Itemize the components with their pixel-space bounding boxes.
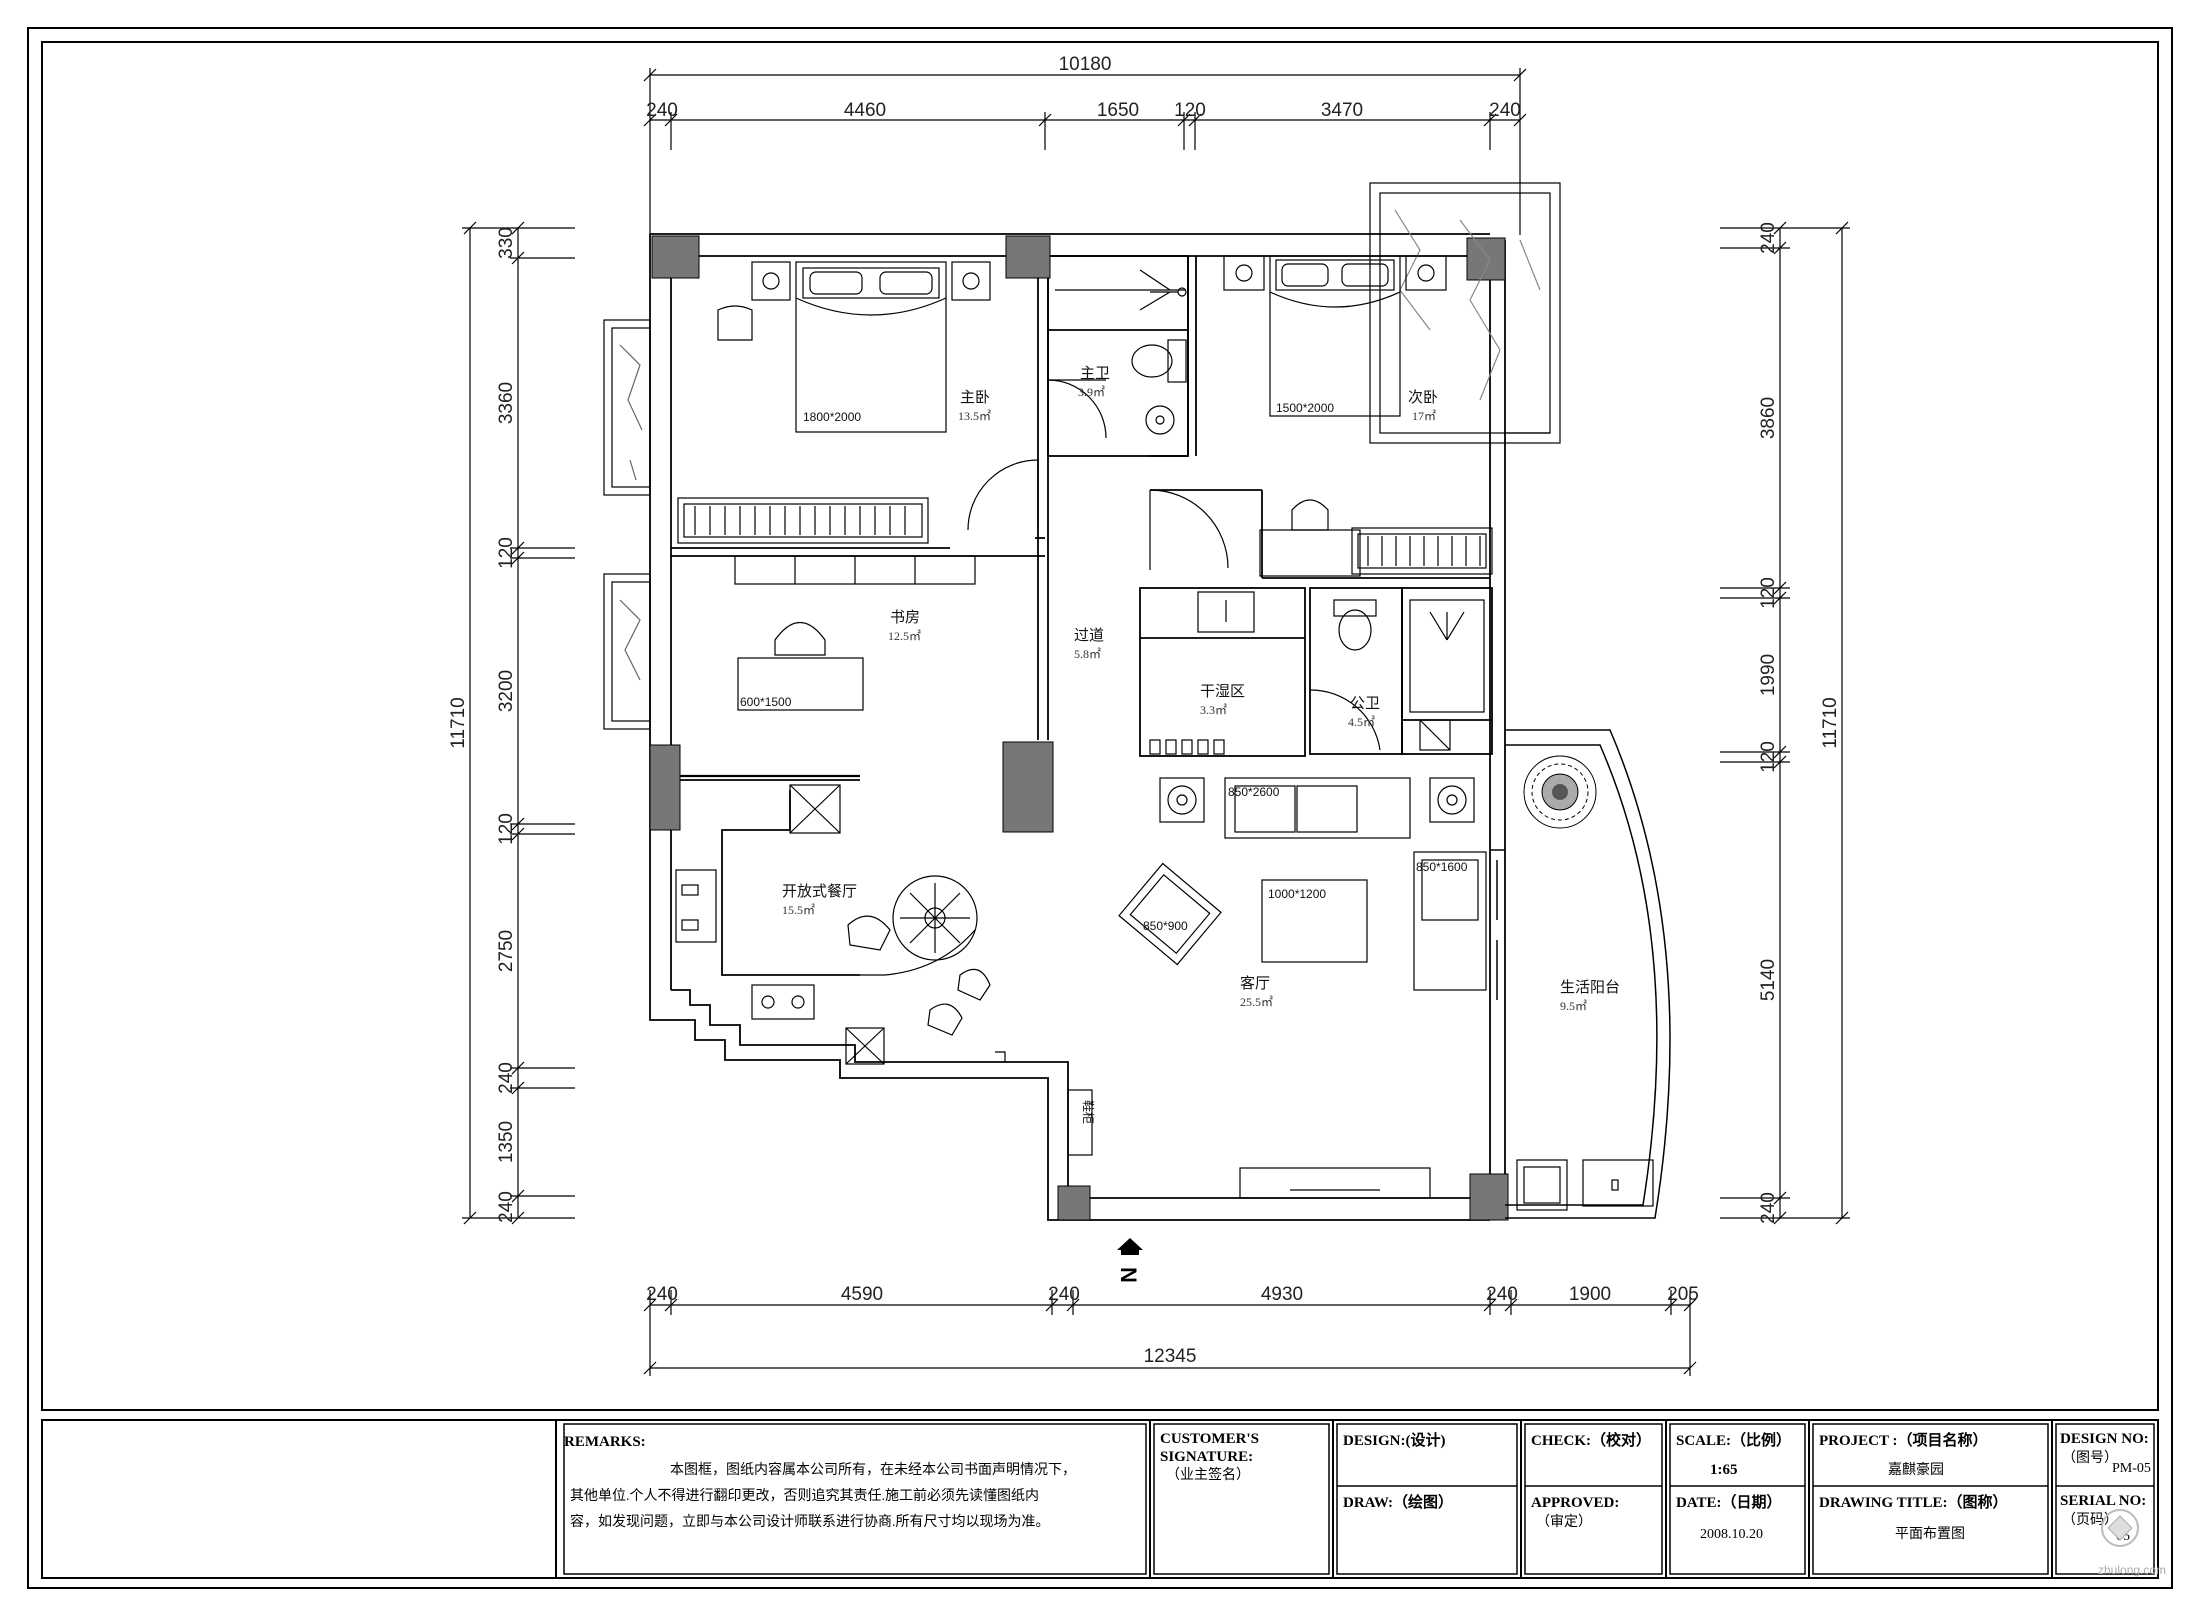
- dim-left-4: 3200: [496, 670, 517, 712]
- dim-bottom-6: 1900: [1569, 1284, 1611, 1305]
- drawing-title-label: DRAWING TITLE:（图称）: [1819, 1493, 2008, 1511]
- drawing-frame: [41, 41, 2159, 1411]
- design-no-value: PM-05: [2112, 1461, 2151, 1476]
- dim-bottom-3: 240: [1048, 1284, 1080, 1305]
- dim-left-total: 11710: [448, 697, 469, 748]
- left-bay-windows: [603, 319, 651, 730]
- design-label: DESIGN:(设计): [1343, 1431, 1446, 1449]
- serial-no-cn-label: （页码）: [2062, 1512, 2118, 1528]
- dim-bottom-7: 205: [1667, 1284, 1699, 1305]
- remarks-line-2: 其他单位.个人不得进行翻印更改，否则追究其责任.施工前必须先读懂图纸内: [570, 1487, 1039, 1504]
- zhulong-logo: [2101, 1509, 2139, 1547]
- dim-left-2: 3360: [496, 382, 517, 424]
- approved-label: APPROVED:: [1531, 1495, 1619, 1511]
- dim-left-6: 2750: [496, 930, 517, 972]
- scale-value: 1:65: [1710, 1462, 1738, 1478]
- second-bedroom-furniture: [1149, 255, 1493, 577]
- dim-top-3: 1650: [1097, 100, 1139, 121]
- signature-cn-label: （业主签名）: [1166, 1466, 1250, 1483]
- title-block: REMARKS: 本图框，图纸内容属本公司所有，在未经本公司书面声明情况下， 其…: [41, 1419, 2166, 1579]
- north-label: N: [1116, 1267, 1141, 1283]
- master-bedroom-furniture: [677, 261, 1039, 544]
- dim-top-1: 240: [646, 100, 678, 121]
- dim-bottom-1: 240: [646, 1284, 678, 1305]
- scale-label: SCALE:（比例）: [1676, 1431, 1791, 1449]
- dining-kitchen-furniture: [675, 784, 991, 1065]
- remarks-line-1: 本图框，图纸内容属本公司所有，在未经本公司书面声明情况下，: [670, 1461, 1076, 1478]
- top-right-balcony: [1369, 182, 1561, 444]
- dim-right-6: 5140: [1758, 959, 1779, 1001]
- second-wardrobe-hangers: [1367, 536, 1481, 566]
- approved-cn-label: （审定）: [1536, 1514, 1592, 1530]
- dim-left-1: 330: [496, 227, 517, 259]
- remarks-line-3: 容，如发现问题，立即与本公司设计师联系进行协商.所有尺寸均以现场为准。: [570, 1513, 1050, 1530]
- dim-left-3: 120: [496, 537, 517, 569]
- dim-right-total: 11710: [1820, 697, 1841, 748]
- dim-bottom-2: 4590: [841, 1284, 883, 1305]
- plant-icon: [1523, 755, 1597, 829]
- dim-left-5: 120: [496, 813, 517, 845]
- dim-right-4: 1990: [1758, 654, 1779, 696]
- living-room-furniture: [995, 777, 1487, 1199]
- dim-left-8: 1350: [496, 1121, 517, 1163]
- check-label: CHECK:（校对）: [1531, 1431, 1651, 1449]
- dim-right-2: 3860: [1758, 397, 1779, 439]
- outer-frame: [27, 27, 2173, 1589]
- study-furniture: [680, 555, 976, 778]
- dry-area-and-guest-bath: [1149, 591, 1485, 755]
- master-bath-fixtures: [1047, 269, 1187, 439]
- date-value: 2008.10.20: [1700, 1527, 1763, 1542]
- dim-top-6: 240: [1489, 100, 1521, 121]
- columns: [649, 235, 1509, 1221]
- date-label: DATE:（日期）: [1676, 1493, 1782, 1511]
- dim-left-9: 240: [496, 1191, 517, 1223]
- drawing-title-value: 平面布置图: [1895, 1526, 1965, 1542]
- living-balcony: [1490, 729, 1671, 1219]
- north-arrow-icon: N: [1116, 1238, 1143, 1283]
- remarks-label: REMARKS:: [564, 1434, 646, 1450]
- dim-right-3: 120: [1758, 577, 1779, 609]
- design-no-label: DESIGN NO:: [2060, 1431, 2149, 1447]
- walls: [649, 233, 1506, 1221]
- balcony-appliances: [1516, 1159, 1654, 1211]
- serial-no-label: SERIAL NO:: [2060, 1493, 2146, 1509]
- dim-top-total: 10180: [1059, 54, 1112, 75]
- customer-label: CUSTOMER'S: [1160, 1431, 1259, 1447]
- dim-right-1: 240: [1758, 222, 1779, 254]
- dimension-texts: 10180 240 4460 1650 120 3470 240 240 459…: [448, 54, 1841, 1367]
- watermark: zhulong.com: [2098, 1563, 2166, 1577]
- dim-right-5: 120: [1758, 741, 1779, 773]
- dim-top-4: 120: [1174, 100, 1206, 121]
- dim-top-2: 4460: [844, 100, 886, 121]
- project-label: PROJECT :（项目名称）: [1819, 1431, 1987, 1449]
- dim-bottom-total: 12345: [1144, 1346, 1197, 1367]
- master-wardrobe-hangers: [694, 506, 906, 535]
- signature-label: SIGNATURE:: [1160, 1449, 1253, 1465]
- dimension-lines: [462, 68, 1850, 1376]
- dim-right-7: 240: [1758, 1192, 1779, 1224]
- dim-left-7: 240: [496, 1062, 517, 1094]
- dim-bottom-5: 240: [1486, 1284, 1518, 1305]
- draw-label: DRAW:（绘图）: [1343, 1493, 1453, 1511]
- project-value: 嘉麒豪园: [1888, 1462, 1944, 1478]
- design-no-cn-label: （图号）: [2062, 1450, 2118, 1466]
- dim-top-5: 3470: [1321, 100, 1363, 121]
- dim-bottom-4: 4930: [1261, 1284, 1303, 1305]
